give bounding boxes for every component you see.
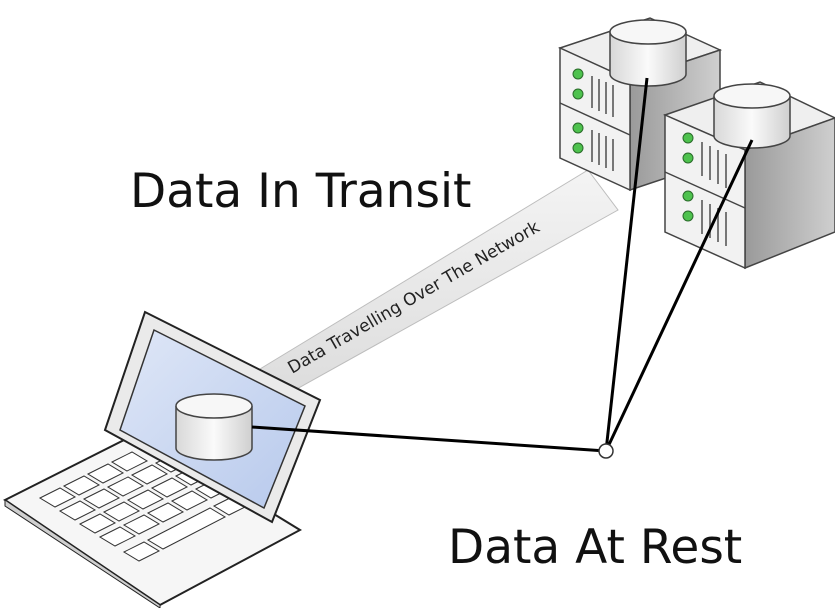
- server-unit: [572, 68, 614, 117]
- connector-line: [604, 139, 754, 452]
- status-led-icon: [682, 190, 694, 202]
- rest-connector-lines: [251, 77, 754, 453]
- server-unit: [682, 132, 727, 188]
- status-led-icon: [572, 88, 584, 100]
- server-unit: [572, 122, 614, 171]
- network-label: Data Travelling Over The Network: [285, 217, 544, 378]
- status-led-icon: [682, 210, 694, 222]
- status-led-icon: [572, 68, 584, 80]
- database-icon: [175, 393, 253, 461]
- database-icon: [713, 83, 791, 149]
- connector-line: [251, 425, 607, 453]
- database-icon: [609, 19, 687, 87]
- transit-label: Data In Transit: [130, 164, 471, 219]
- status-led-icon: [682, 152, 694, 164]
- laptop-icon: [3, 310, 322, 609]
- junction-point: [598, 443, 614, 459]
- server-rack-front-icon: [662, 81, 835, 270]
- status-led-icon: [682, 132, 694, 144]
- status-led-icon: [572, 142, 584, 154]
- rest-label: Data At Rest: [448, 520, 742, 575]
- connector-line: [604, 77, 649, 452]
- status-led-icon: [572, 122, 584, 134]
